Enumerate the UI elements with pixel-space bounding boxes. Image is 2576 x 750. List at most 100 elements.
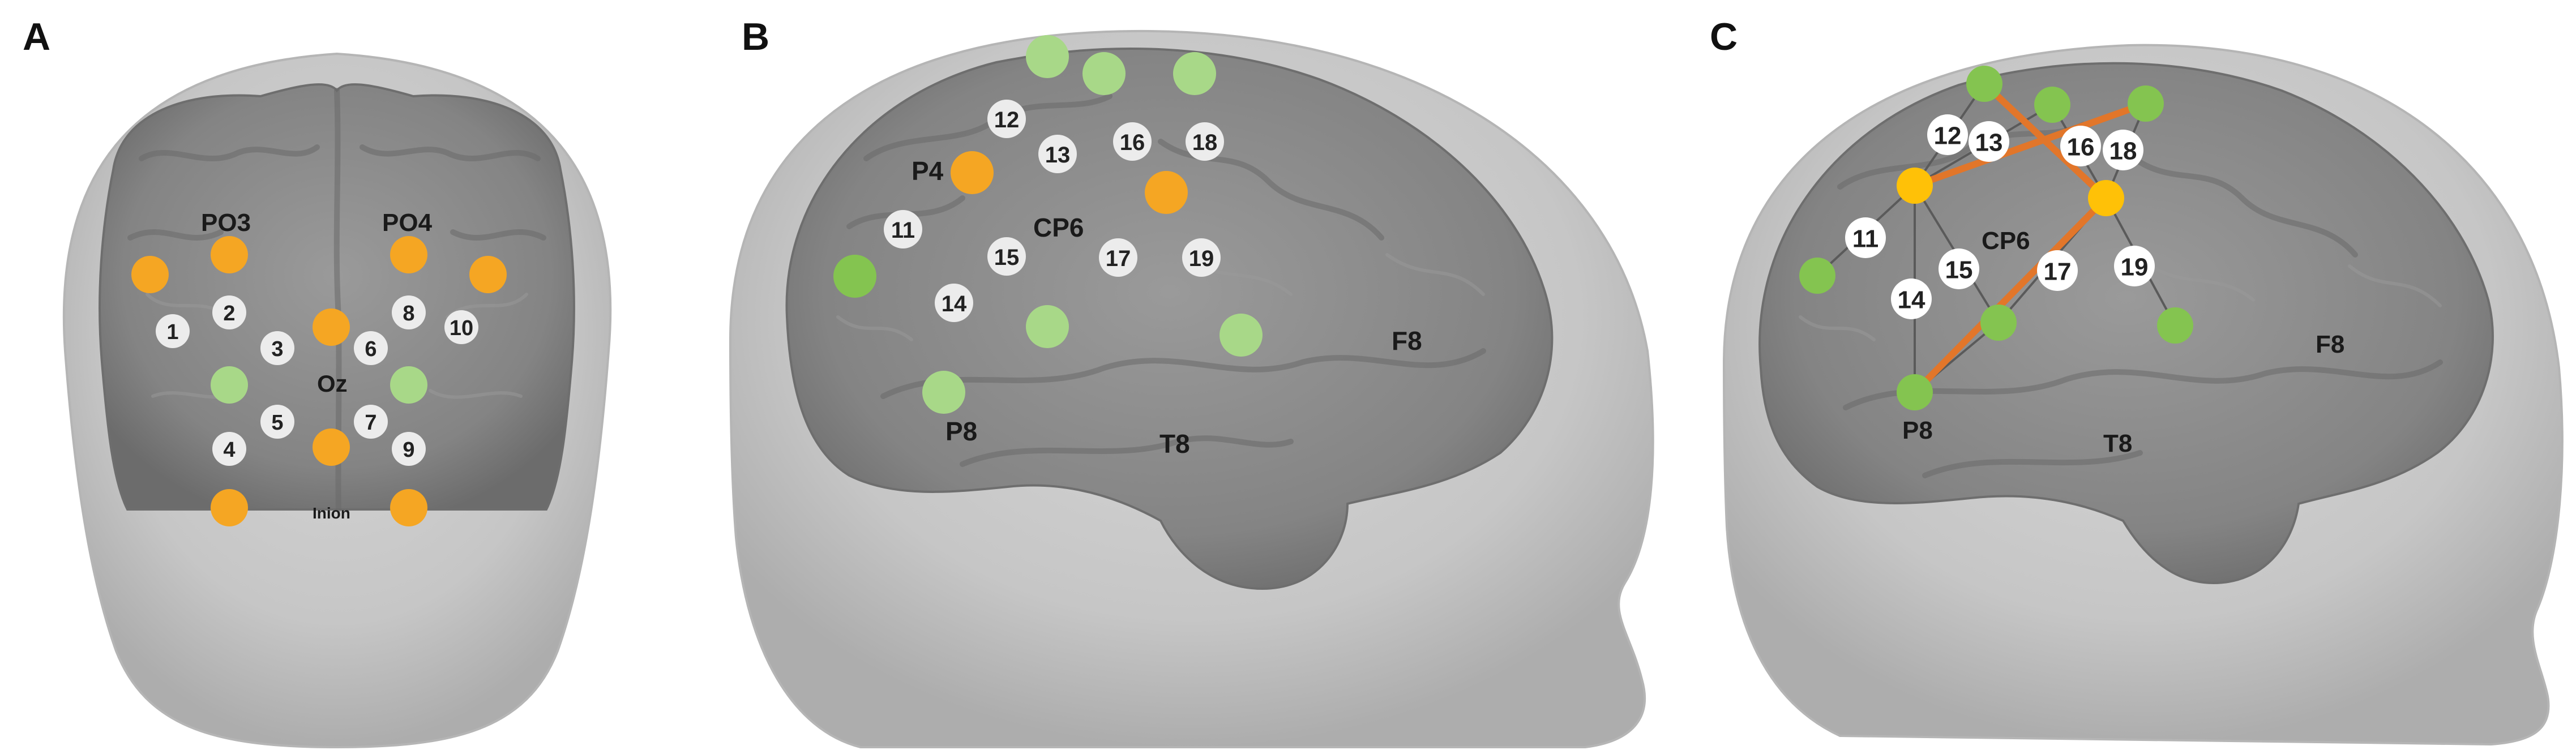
- channel-15: 15: [1939, 248, 1979, 289]
- channel-7: 7: [354, 405, 388, 439]
- svg-text:17: 17: [2044, 258, 2072, 286]
- svg-text:9: 9: [403, 438, 414, 462]
- electrode-label-inion: Inion: [313, 504, 350, 522]
- detector-optode: [1219, 314, 1263, 357]
- detector-optode: [2157, 307, 2193, 344]
- panel-b: B 11 12 13 14 15 16 17 18 19 P4 CP6 P: [729, 15, 1654, 748]
- source-optode: [211, 489, 248, 526]
- source-optode: [1145, 171, 1188, 214]
- svg-text:3: 3: [271, 337, 283, 361]
- electrode-label-oz: Oz: [317, 370, 348, 397]
- brain-side-view-c: [1758, 62, 2494, 585]
- channel-2: 2: [212, 295, 246, 329]
- channel-6: 6: [354, 331, 388, 365]
- detector-optode: [1082, 52, 1126, 95]
- panel-a: A 1 2 3 4 5 6 7 8 9 10 PO3: [23, 15, 612, 749]
- svg-text:11: 11: [1852, 225, 1879, 253]
- svg-text:19: 19: [2121, 254, 2149, 281]
- highlighted-connections: [1911, 80, 2149, 396]
- channel-16: 16: [1113, 122, 1152, 161]
- detector-optode: [833, 255, 876, 298]
- channel-8: 8: [392, 295, 426, 329]
- panel-letter-b: B: [742, 15, 769, 58]
- channel-13: 13: [1038, 135, 1077, 173]
- channel-1: 1: [156, 314, 190, 348]
- channel-12: 12: [987, 100, 1026, 138]
- detector-optode: [1173, 52, 1216, 95]
- channel-16: 16: [2060, 126, 2101, 166]
- channel-18: 18: [1186, 122, 1224, 161]
- detector-optode: [1026, 305, 1069, 348]
- electrode-label-p4: P4: [912, 156, 944, 186]
- channel-11: 11: [1845, 217, 1886, 258]
- source-optode: [469, 256, 507, 293]
- detector-optode: [1966, 66, 2002, 102]
- electrode-label-p8: P8: [945, 417, 977, 446]
- channel-5: 5: [260, 405, 294, 439]
- svg-text:13: 13: [1045, 143, 1071, 168]
- svg-text:15: 15: [994, 245, 1020, 270]
- svg-text:1: 1: [166, 320, 178, 344]
- detector-optode: [211, 366, 248, 404]
- electrode-label-f8: F8: [2316, 331, 2344, 358]
- channel-13: 13: [1969, 121, 2009, 162]
- svg-text:15: 15: [1945, 256, 1973, 284]
- svg-text:5: 5: [271, 411, 283, 435]
- channel-18: 18: [2103, 130, 2143, 170]
- electrode-label-po3: PO3: [201, 209, 251, 237]
- channel-10: 10: [444, 310, 478, 344]
- svg-text:14: 14: [942, 292, 967, 316]
- detector-optode: [2034, 87, 2070, 123]
- electrode-label-cp6: CP6: [1982, 227, 2030, 255]
- electrode-label-t8: T8: [2103, 430, 2132, 457]
- svg-text:8: 8: [403, 302, 414, 325]
- channel-14: 14: [935, 284, 973, 322]
- channel-14: 14: [1891, 278, 1932, 319]
- detector-optode: [2128, 85, 2164, 122]
- svg-text:6: 6: [365, 337, 376, 361]
- svg-text:4: 4: [223, 438, 235, 462]
- detector-optode: [390, 366, 427, 404]
- channel-19: 19: [1182, 238, 1221, 277]
- source-optode: [313, 308, 350, 346]
- detector-optode: [1897, 374, 1933, 410]
- source-optode: [390, 236, 427, 273]
- svg-text:16: 16: [1120, 130, 1145, 155]
- panel-c: C: [1710, 15, 2564, 746]
- electrode-label-t8: T8: [1159, 429, 1190, 458]
- electrode-label-po4: PO4: [382, 209, 433, 237]
- svg-text:10: 10: [450, 316, 473, 340]
- svg-text:12: 12: [1934, 122, 1962, 150]
- channel-11: 11: [884, 210, 922, 248]
- source-optode: [313, 428, 350, 466]
- panel-letter-a: A: [23, 15, 50, 58]
- channel-9: 9: [392, 432, 426, 466]
- electrode-label-p8: P8: [1902, 417, 1933, 444]
- svg-text:11: 11: [891, 218, 915, 243]
- electrode-label-cp6: CP6: [1033, 213, 1084, 242]
- svg-text:12: 12: [994, 108, 1020, 132]
- svg-text:14: 14: [1898, 286, 1925, 314]
- svg-text:17: 17: [1106, 246, 1131, 271]
- svg-text:7: 7: [365, 411, 376, 435]
- source-optode: [211, 236, 248, 273]
- channel-17: 17: [2037, 250, 2078, 291]
- svg-text:16: 16: [2067, 134, 2095, 161]
- svg-text:13: 13: [1975, 129, 2003, 157]
- channel-3: 3: [260, 331, 294, 365]
- channel-17: 17: [1099, 238, 1137, 277]
- channel-19: 19: [2114, 246, 2155, 286]
- channel-4: 4: [212, 432, 246, 466]
- source-optode: [1897, 168, 1933, 204]
- svg-text:2: 2: [223, 302, 235, 325]
- svg-text:19: 19: [1189, 246, 1214, 271]
- channel-15: 15: [987, 237, 1026, 276]
- source-optode: [2088, 180, 2124, 216]
- detector-optode: [1799, 258, 1835, 294]
- electrode-label-f8: F8: [1392, 326, 1422, 355]
- panel-letter-c: C: [1710, 15, 1738, 58]
- source-optode: [951, 151, 994, 194]
- channel-12: 12: [1927, 114, 1968, 155]
